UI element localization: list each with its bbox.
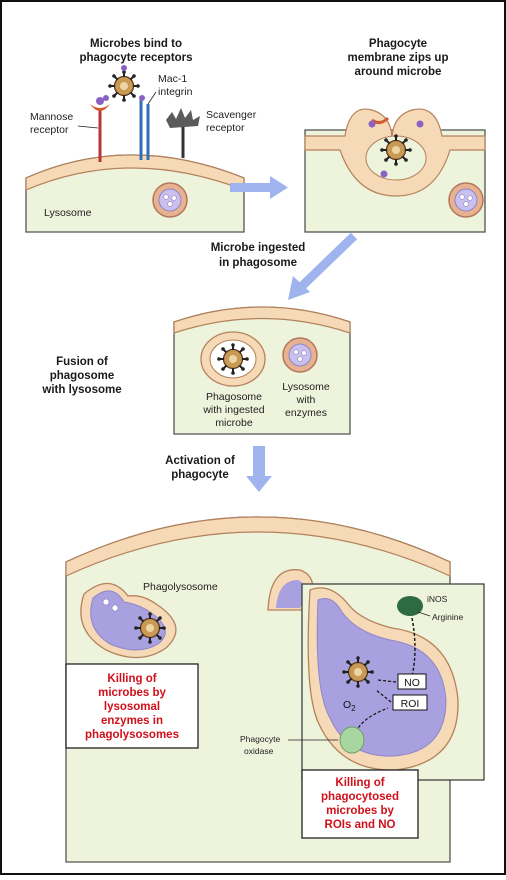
- kill1-line3: lysosomal: [104, 701, 160, 713]
- arrow-diagonal: [288, 232, 358, 300]
- stage1-title-line2: phagocyte receptors: [79, 52, 192, 64]
- microbe: [133, 611, 167, 645]
- stage3-title-line1: Microbe ingested: [211, 242, 306, 254]
- no-to-microbe: [377, 679, 397, 683]
- ligand-icon: [368, 120, 376, 128]
- inos-label: iNOS: [427, 594, 448, 604]
- mannose-ligand: [96, 97, 104, 105]
- scavenger-label-line2: receptor: [206, 122, 245, 134]
- fusion-label-line1: Fusion of: [56, 356, 108, 368]
- stage4-membrane: [65, 516, 451, 577]
- stage1-panel: Microbes bind to phagocyte receptors Man…: [25, 38, 257, 233]
- kill2-line4: ROIs and NO: [325, 819, 396, 831]
- lysosome: [282, 337, 318, 373]
- kill1-line1: Killing of: [107, 673, 156, 685]
- roi-label: ROI: [401, 698, 420, 710]
- roi-no-killing-box: [301, 769, 419, 839]
- no-box: [397, 673, 427, 690]
- microbe-ligand: [139, 95, 145, 101]
- stage3-title-line2: in phagosome: [219, 257, 297, 269]
- phagolysosome-right-bulge-lumen: [276, 580, 306, 608]
- microbe: [379, 133, 413, 167]
- mac1-label-line1: Mac-1: [158, 73, 187, 85]
- oxidase-label-line2: oxidase: [244, 746, 274, 756]
- stage3-membrane: [173, 306, 351, 334]
- arrow-right: [230, 176, 288, 199]
- phagosome-label-line2: with ingested: [202, 404, 264, 416]
- microbe-ligand: [103, 95, 109, 101]
- activation-label-line1: Activation of: [165, 455, 235, 467]
- scavenger-receptor-head: [166, 108, 200, 128]
- lysosome: [448, 182, 484, 218]
- mannose-leader: [77, 125, 99, 129]
- roi-to-microbe: [375, 689, 392, 703]
- kill2-line2: phagocytosed: [321, 791, 399, 803]
- phagolysosome-label: Phagolysosome: [143, 581, 218, 593]
- phagosome-label-line1: Phagosome: [206, 391, 262, 403]
- enzyme-granule: [102, 598, 110, 606]
- microbe: [216, 342, 250, 376]
- roi-box: [392, 694, 428, 711]
- oxidase-label-line1: Phagocyte: [240, 734, 280, 744]
- stage2-title-line2: membrane zips up: [348, 52, 449, 64]
- stage2-title-line1: Phagocyte: [369, 38, 427, 50]
- lysosome: [152, 182, 188, 218]
- fusion-label-line2: phagosome: [50, 370, 115, 382]
- mannose-label-line1: Mannose: [30, 111, 73, 123]
- microbe: [341, 655, 375, 689]
- ligand-icon: [416, 120, 424, 128]
- inos-enzyme: [397, 596, 423, 616]
- no-pathway: [411, 617, 416, 677]
- stage3-panel: Microbe ingested in phagosome Phagosome …: [41, 242, 351, 435]
- lysosomal-killing-box: [65, 663, 199, 749]
- kill2-line1: Killing of: [335, 777, 384, 789]
- arginine-label: Arginine: [432, 612, 463, 622]
- arginine-leader: [417, 611, 431, 617]
- activation-label-line2: phagocyte: [171, 469, 229, 481]
- lysosome-enzymes-label-line3: enzymes: [285, 407, 327, 419]
- mac1-label-line2: integrin: [158, 86, 193, 98]
- no-label: NO: [404, 677, 420, 689]
- phagolysosome-right-lumen: [316, 598, 447, 757]
- microbe: [107, 69, 141, 103]
- o2-label: O2: [343, 699, 356, 713]
- mac1-leader: [147, 91, 157, 105]
- lysosome-enzymes-label-line2: with: [296, 394, 316, 406]
- scavenger-label-line1: Scavenger: [206, 109, 257, 121]
- kill1-line4: enzymes in: [101, 715, 163, 727]
- phagosome-label-line3: microbe: [215, 417, 253, 429]
- enzyme-granule: [111, 604, 119, 612]
- ligand-icon: [380, 170, 388, 178]
- phagocyte-oxidase-enzyme: [339, 726, 365, 754]
- kill2-line3: microbes by: [326, 805, 394, 817]
- stage2-title-line3: around microbe: [355, 66, 442, 78]
- mannose-label-line2: receptor: [30, 124, 69, 136]
- kill1-line2: microbes by: [98, 687, 166, 699]
- mannose-receptor-head: [90, 104, 110, 111]
- microbe-ligand: [121, 65, 127, 71]
- lysosome-label: Lysosome: [44, 207, 92, 219]
- kill1-line5: phagolysosomes: [85, 729, 179, 741]
- stage2-panel: Phagocyte membrane zips up around microb…: [304, 38, 486, 233]
- stage4-panel: Phagolysosome iNOS Arginine NO ROI O2 Ph…: [65, 516, 485, 863]
- fusion-label-line3: with lysosome: [41, 384, 121, 396]
- stage1-title-line1: Microbes bind to: [90, 38, 182, 50]
- lysosome-enzymes-label-line1: Lysosome: [282, 381, 330, 393]
